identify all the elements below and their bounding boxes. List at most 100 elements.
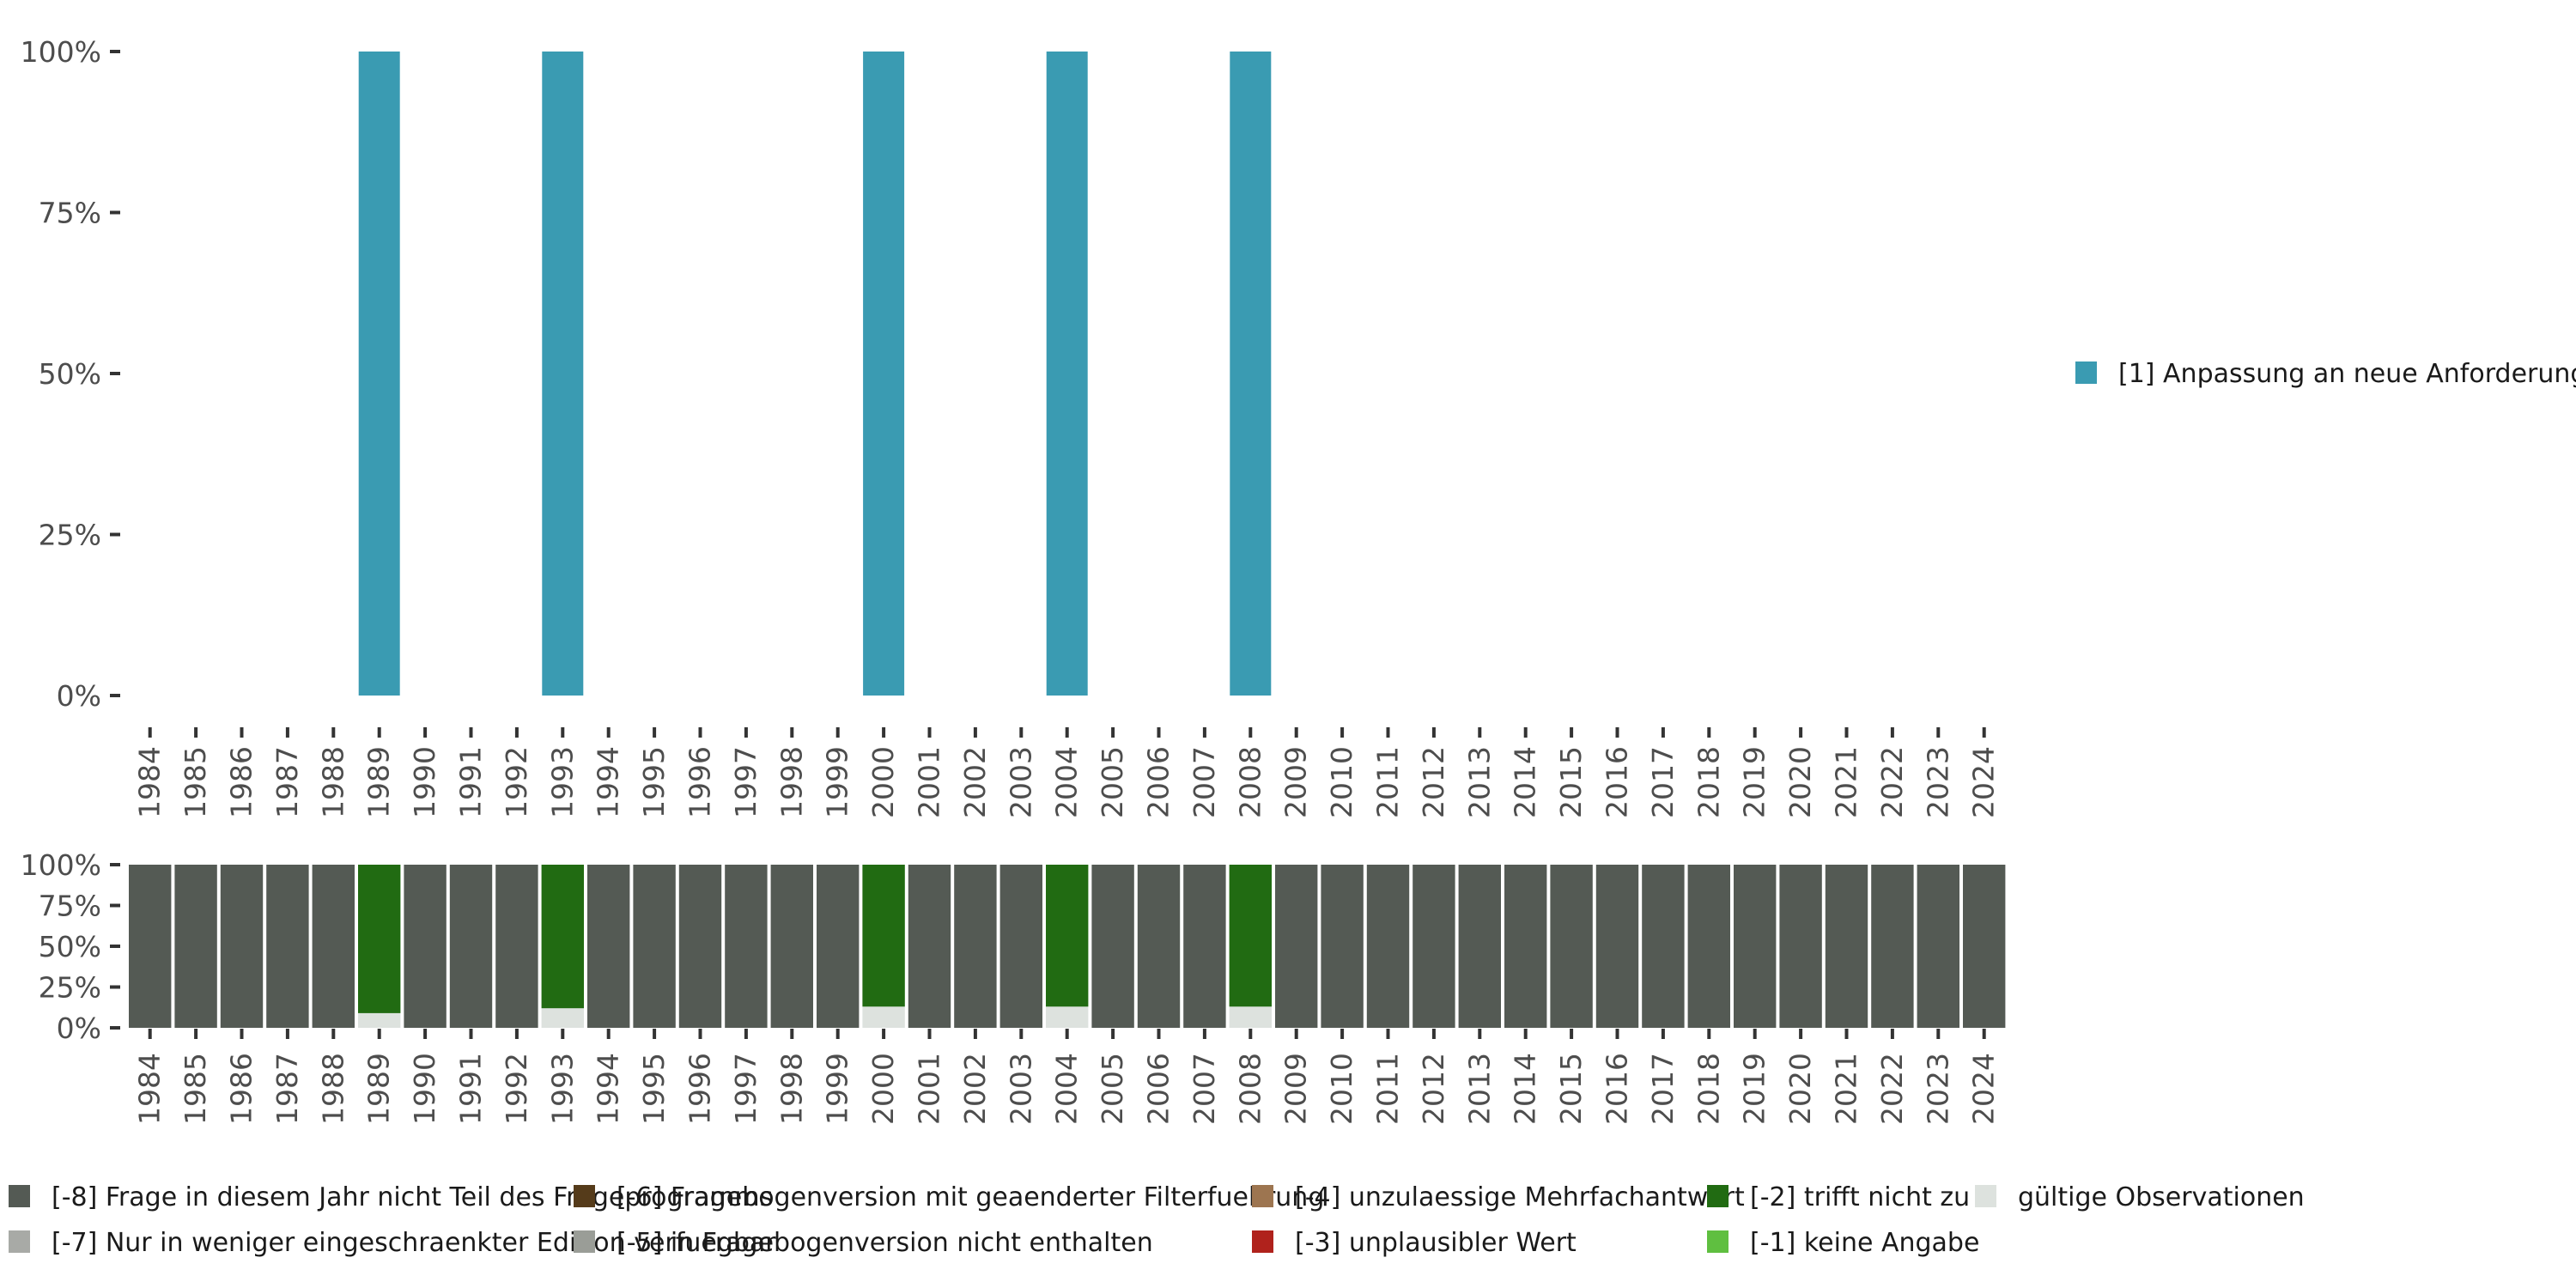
stack-segment-2000 bbox=[862, 865, 905, 1007]
x-tick-label: 1986 bbox=[225, 746, 258, 818]
x-tick-label: 2010 bbox=[1325, 1053, 1358, 1125]
x-tick-label: 1988 bbox=[316, 746, 349, 818]
x-tick-label: 1994 bbox=[592, 1053, 625, 1125]
x-tick-label: 1998 bbox=[775, 746, 808, 818]
x-tick-label: 2002 bbox=[958, 746, 992, 818]
stack-segment-2019 bbox=[1734, 865, 1777, 1028]
stack-segment-1994 bbox=[587, 865, 630, 1028]
x-tick-label: 2004 bbox=[1050, 746, 1084, 818]
x-tick-label: 2023 bbox=[1921, 746, 1954, 818]
y-tick-label: 0% bbox=[57, 679, 101, 713]
stack-segment-2003 bbox=[999, 865, 1042, 1028]
x-tick-label: 2016 bbox=[1601, 1053, 1634, 1125]
x-tick-label: 2020 bbox=[1783, 1053, 1817, 1125]
stack-segment-2008 bbox=[1229, 1006, 1272, 1028]
x-tick-label: 1997 bbox=[729, 1053, 762, 1125]
x-tick-label: 2012 bbox=[1417, 1053, 1450, 1125]
legend-label: [-7] Nur in weniger eingeschraenkter Edi… bbox=[52, 1228, 776, 1258]
y-tick-label: 25% bbox=[39, 519, 101, 552]
x-tick-label: 2013 bbox=[1462, 1053, 1496, 1125]
x-tick-label: 2008 bbox=[1233, 746, 1267, 818]
x-tick-label: 1991 bbox=[454, 1053, 488, 1125]
legend-swatch bbox=[1975, 1185, 1996, 1207]
x-tick-label: 1987 bbox=[270, 1053, 304, 1125]
stack-segment-2015 bbox=[1550, 865, 1593, 1028]
x-tick-label: 2009 bbox=[1279, 746, 1313, 818]
x-tick-label: 2003 bbox=[1004, 746, 1037, 818]
stack-segment-2004 bbox=[1046, 865, 1089, 1007]
stack-segment-2013 bbox=[1458, 865, 1501, 1028]
stack-segment-2005 bbox=[1091, 865, 1134, 1028]
stack-segment-2007 bbox=[1183, 865, 1226, 1028]
bar-1993 bbox=[542, 52, 584, 696]
stack-segment-2001 bbox=[908, 865, 951, 1028]
x-tick-label: 2005 bbox=[1096, 746, 1129, 818]
stack-segment-1996 bbox=[678, 865, 722, 1028]
x-tick-label: 2023 bbox=[1921, 1053, 1954, 1125]
stack-segment-2017 bbox=[1642, 865, 1685, 1028]
x-tick-label: 1995 bbox=[637, 1053, 671, 1125]
x-tick-label: 2015 bbox=[1554, 1053, 1588, 1125]
stack-segment-1992 bbox=[495, 865, 538, 1028]
stack-segment-2000 bbox=[862, 1006, 905, 1028]
x-tick-label: 2020 bbox=[1783, 746, 1817, 818]
x-tick-label: 1986 bbox=[225, 1053, 258, 1125]
bar-2000 bbox=[863, 52, 905, 696]
legend-swatch bbox=[574, 1185, 595, 1207]
x-tick-label: 1987 bbox=[270, 746, 304, 818]
stack-segment-2016 bbox=[1595, 865, 1639, 1028]
x-tick-label: 1990 bbox=[408, 746, 441, 818]
x-tick-label: 2018 bbox=[1692, 746, 1725, 818]
x-tick-label: 1985 bbox=[179, 1053, 212, 1125]
stack-segment-1993 bbox=[541, 865, 584, 1009]
bar-1989 bbox=[358, 52, 400, 696]
stack-segment-1999 bbox=[817, 865, 860, 1028]
x-tick-label: 2007 bbox=[1188, 1053, 1221, 1125]
x-tick-label: 2022 bbox=[1875, 1053, 1909, 1125]
x-tick-label: 2021 bbox=[1830, 1053, 1863, 1125]
legend-swatch bbox=[1707, 1230, 1728, 1253]
x-tick-label: 2007 bbox=[1188, 746, 1221, 818]
legend-label: [-6] Fragebogenversion mit geaenderter F… bbox=[617, 1182, 1324, 1212]
x-tick-label: 1997 bbox=[729, 746, 762, 818]
bottom-legend: [-8] Frage in diesem Jahr nicht Teil des… bbox=[9, 1182, 2305, 1258]
bar-2004 bbox=[1046, 52, 1088, 696]
x-tick-label: 2006 bbox=[1142, 1053, 1176, 1125]
x-tick-label: 2003 bbox=[1004, 1053, 1037, 1125]
stack-segment-2012 bbox=[1413, 865, 1455, 1028]
legend-label: [-8] Frage in diesem Jahr nicht Teil des… bbox=[52, 1182, 773, 1212]
x-tick-label: 1992 bbox=[500, 746, 533, 818]
stack-segment-2024 bbox=[1963, 865, 2006, 1028]
legend-swatch bbox=[1252, 1185, 1273, 1207]
top-legend: [1] Anpassung an neue Anforderungen bbox=[2075, 359, 2576, 389]
y-tick-label: 100% bbox=[21, 35, 101, 69]
x-tick-label: 2021 bbox=[1830, 746, 1863, 818]
x-tick-label: 2008 bbox=[1233, 1053, 1267, 1125]
stack-segment-2021 bbox=[1825, 865, 1868, 1028]
x-tick-label: 1996 bbox=[683, 746, 717, 818]
stack-segment-1993 bbox=[541, 1008, 584, 1028]
legend-swatch bbox=[574, 1230, 595, 1253]
x-tick-label: 2022 bbox=[1875, 746, 1909, 818]
x-tick-label: 2015 bbox=[1554, 746, 1588, 818]
x-tick-label: 2019 bbox=[1738, 746, 1771, 818]
legend-swatch bbox=[1252, 1230, 1273, 1253]
x-tick-label: 1992 bbox=[500, 1053, 533, 1125]
legend-label: [-1] keine Angabe bbox=[1750, 1228, 1979, 1258]
x-tick-label: 2010 bbox=[1325, 746, 1358, 818]
x-tick-label: 2019 bbox=[1738, 1053, 1771, 1125]
stack-segment-2009 bbox=[1275, 865, 1318, 1028]
legend-swatch bbox=[9, 1230, 30, 1253]
x-tick-label: 1985 bbox=[179, 746, 212, 818]
x-tick-label: 2017 bbox=[1646, 746, 1680, 818]
x-tick-label: 1991 bbox=[454, 746, 488, 818]
x-tick-label: 2012 bbox=[1417, 746, 1450, 818]
x-tick-label: 1984 bbox=[133, 746, 167, 818]
stack-segment-2006 bbox=[1137, 865, 1181, 1028]
stack-segment-2020 bbox=[1779, 865, 1822, 1028]
legend-swatch bbox=[2075, 361, 2097, 384]
x-tick-label: 2018 bbox=[1692, 1053, 1725, 1125]
legend-swatch bbox=[9, 1185, 30, 1207]
